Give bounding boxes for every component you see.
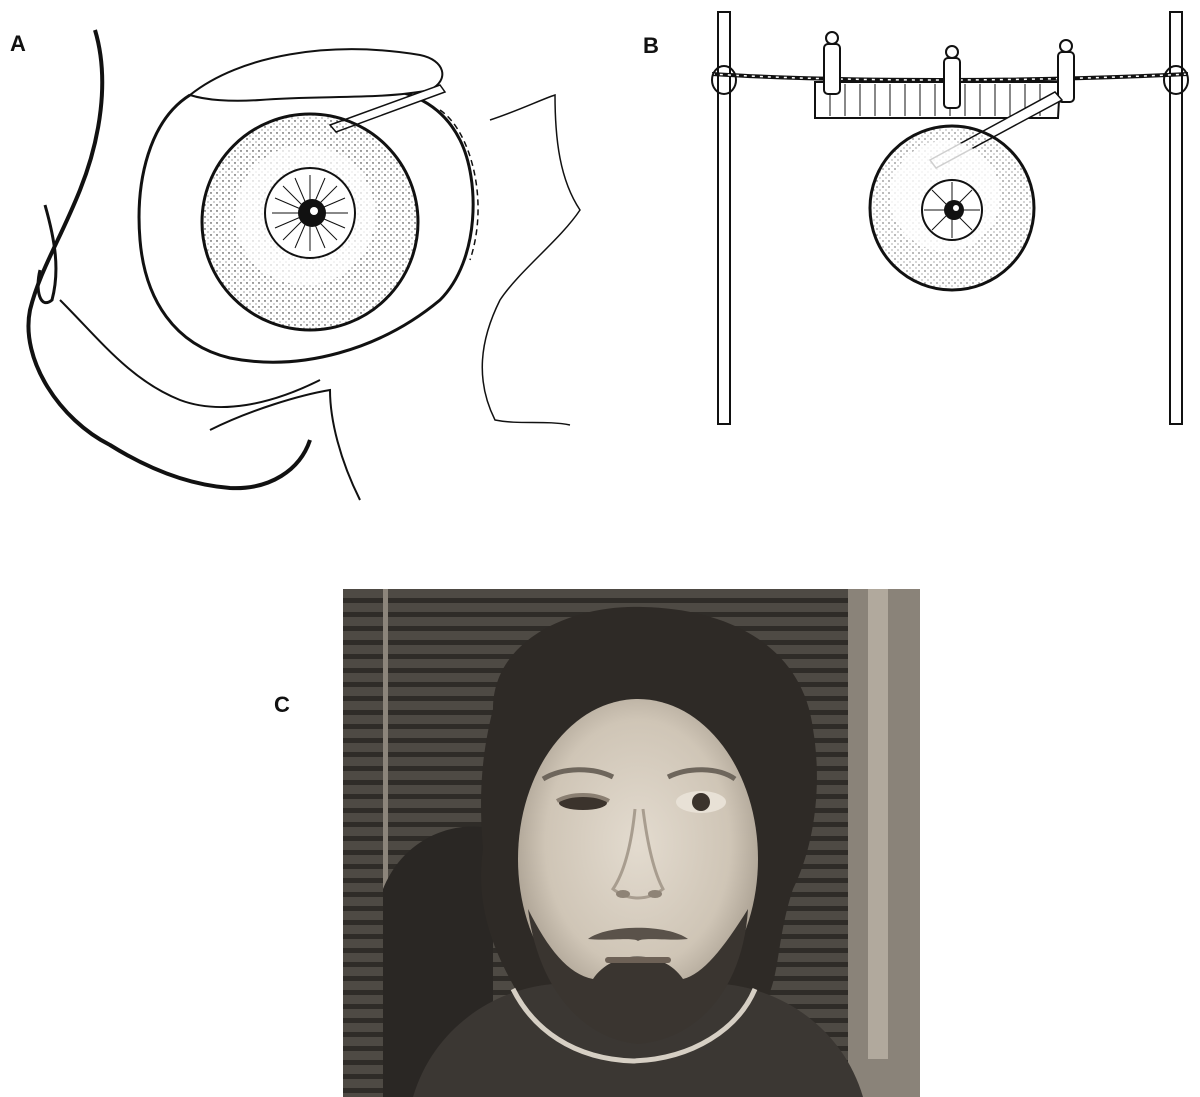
- clothesline-eye-illustration: [690, 0, 1200, 440]
- upper-eyelid: [190, 49, 442, 100]
- clothesline-svg: [690, 0, 1200, 440]
- hanging-pupil-reflection: [953, 205, 959, 211]
- orbit-eye-svg: [0, 0, 600, 520]
- normal-eye-iris: [692, 793, 710, 811]
- orbit-eye-illustration: [0, 0, 600, 520]
- patient-photo-svg: [343, 589, 920, 1097]
- clothespin-3: [1058, 40, 1074, 102]
- nostril-right: [648, 890, 662, 898]
- door-frame: [868, 589, 888, 1059]
- temporal-bone: [482, 95, 580, 425]
- panel-label-b: B: [643, 35, 659, 57]
- panel-label-c: C: [274, 694, 290, 716]
- mouth: [605, 957, 671, 963]
- pupil-reflection: [310, 207, 318, 215]
- clothespin-2: [944, 46, 960, 108]
- nostril-left: [616, 890, 630, 898]
- patient-photo: [343, 589, 920, 1097]
- clothespin-1: [824, 32, 840, 94]
